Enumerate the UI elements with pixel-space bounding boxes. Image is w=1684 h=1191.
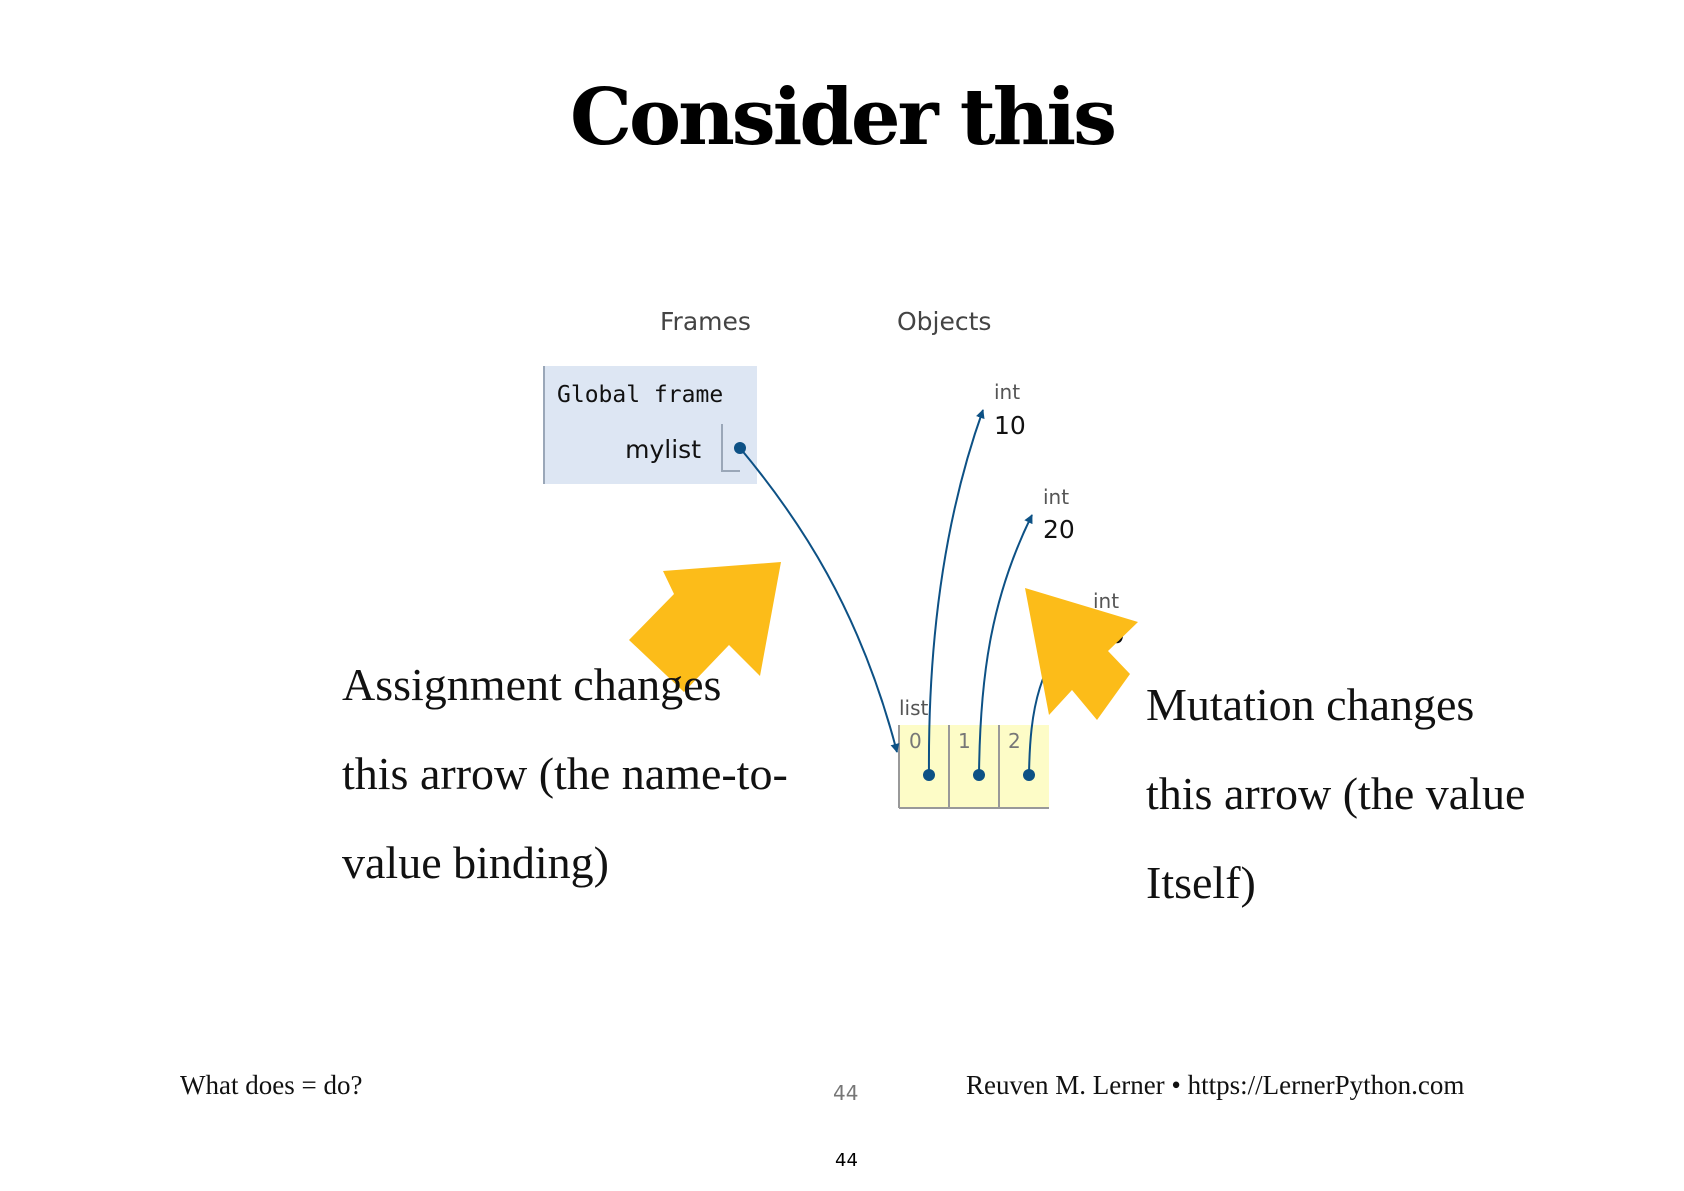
pointer-list1-to-20	[978, 514, 1033, 776]
objects-heading: Objects	[897, 307, 991, 336]
mutation-caption: Mutation changes this arrow (the value I…	[1146, 660, 1525, 927]
footer-topic: What does = do?	[180, 1070, 363, 1100]
caption-line: value binding)	[342, 837, 609, 888]
int-object-10: int 10	[994, 380, 1026, 440]
caption-line: this arrow (the name-to-	[342, 748, 788, 799]
global-frame: Global frame mylist	[543, 366, 757, 484]
caption-line: Assignment changes	[342, 659, 722, 710]
global-frame-label: Global frame	[557, 382, 723, 408]
footer-author: Reuven M. Lerner • https://LernerPython.…	[966, 1070, 1465, 1100]
int-type-label: int	[994, 380, 1020, 404]
pointer-list0-to-10	[927, 409, 985, 776]
mutation-arrow-icon	[1025, 588, 1138, 720]
list-index-2: 2	[1008, 729, 1021, 753]
caption-line: Itself)	[1146, 857, 1256, 908]
page-number: 44	[835, 1150, 858, 1171]
list-index-0: 0	[909, 729, 922, 753]
assignment-caption: Assignment changes this arrow (the name-…	[342, 640, 788, 907]
slide-title: Consider this	[569, 72, 1117, 163]
list-type-label: list	[899, 696, 929, 720]
int-value: 20	[1043, 515, 1075, 544]
caption-line: Mutation changes	[1146, 679, 1475, 730]
pointer-dot	[734, 442, 746, 454]
assignment-arrow-icon	[629, 562, 781, 692]
int-type-label: int	[1043, 485, 1069, 509]
pointer-dot	[1023, 769, 1035, 781]
pointer-mylist-to-list	[739, 447, 900, 753]
pointer-dot	[973, 769, 985, 781]
frames-heading: Frames	[660, 307, 751, 336]
list-index-1: 1	[958, 729, 971, 753]
int-value: 10	[994, 411, 1026, 440]
footer-slide-number: 44	[833, 1081, 859, 1105]
caption-line: this arrow (the value	[1146, 768, 1526, 819]
int-type-label: int	[1093, 589, 1119, 613]
variable-mylist: mylist	[625, 435, 701, 464]
pointer-dot	[923, 769, 935, 781]
list-object: list 0 1 2	[898, 696, 1049, 809]
int-object-20: int 20	[1043, 485, 1075, 544]
